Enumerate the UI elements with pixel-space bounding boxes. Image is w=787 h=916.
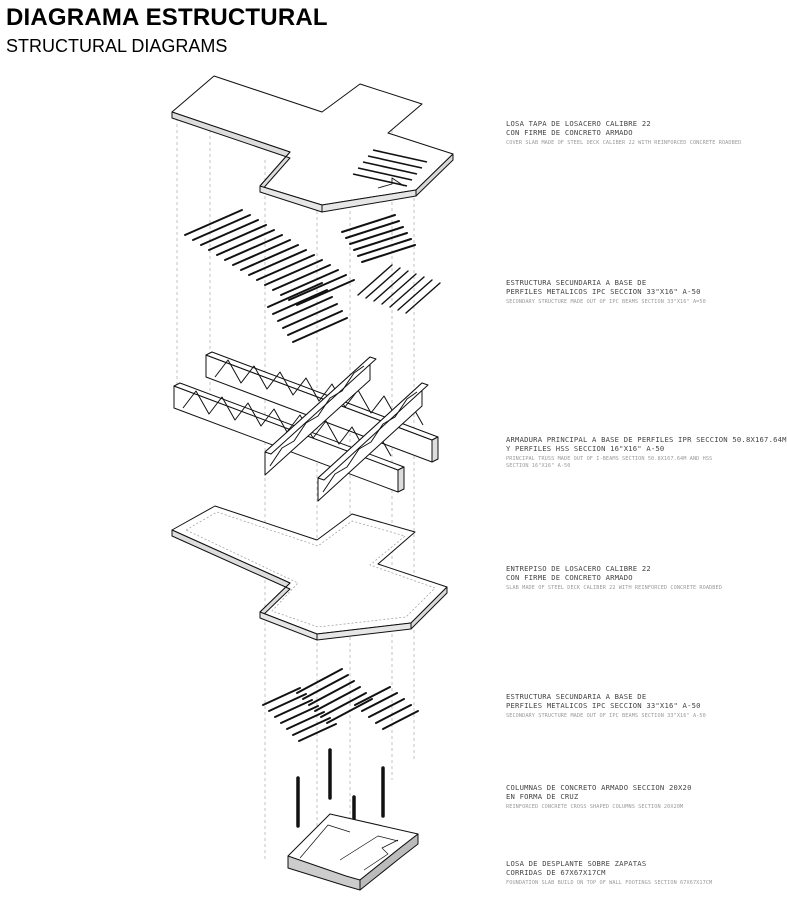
annotation-es: ESTRUCTURA SECUNDARIA A BASE DE PERFILES… bbox=[506, 278, 701, 296]
annotation-en: SECONDARY STRUCTURE MADE OUT OF IPC BEAM… bbox=[506, 713, 706, 720]
annotation-en: REINFORCED CONCRETE CROSS SHAPED COLUMNS… bbox=[506, 804, 684, 811]
annotation-secondary-structure-lower: ESTRUCTURA SECUNDARIA A BASE DE PERFILES… bbox=[506, 692, 756, 720]
annotation-es: LOSA DE DESPLANTE SOBRE ZAPATAS CORRIDAS… bbox=[506, 859, 647, 877]
annotation-es: COLUMNAS DE CONCRETO ARMADO SECCION 20X2… bbox=[506, 783, 692, 801]
beam-group-mid-lower bbox=[296, 668, 373, 724]
page-subtitle: STRUCTURAL DIAGRAMS bbox=[6, 36, 228, 56]
annotation-en: FOUNDATION SLAB BUILD ON TOP OF WALL FOO… bbox=[506, 880, 713, 887]
truss-cross-back bbox=[264, 356, 377, 476]
foundation-slab bbox=[287, 813, 419, 891]
annotation-es: ESTRUCTURA SECUNDARIA A BASE DE PERFILES… bbox=[506, 692, 701, 710]
secondary-beams-upper bbox=[184, 209, 441, 343]
annotation-es: LOSA TAPA DE LOSACERO CALIBRE 22 CON FIR… bbox=[506, 119, 651, 137]
cover-slab bbox=[171, 75, 454, 213]
beam-group-left bbox=[184, 209, 355, 306]
annotation-principal-truss: ARMADURA PRINCIPAL A BASE DE PERFILES IP… bbox=[506, 435, 787, 469]
truss-cross-front bbox=[317, 382, 429, 502]
exploded-axonometric-drawing bbox=[171, 75, 454, 891]
annotation-es: ARMADURA PRINCIPAL A BASE DE PERFILES IP… bbox=[506, 435, 787, 453]
annotation-es: ENTREPISO DE LOSACERO CALIBRE 22 CON FIR… bbox=[506, 564, 651, 582]
alignment-lines bbox=[176, 112, 415, 860]
annotation-columns: COLUMNAS DE CONCRETO ARMADO SECCION 20X2… bbox=[506, 783, 756, 811]
beam-group-right-lower bbox=[354, 686, 419, 730]
page-title: DIAGRAMA ESTRUCTURAL bbox=[6, 4, 328, 31]
annotation-mezzanine-slab: ENTREPISO DE LOSACERO CALIBRE 22 CON FIR… bbox=[506, 564, 756, 592]
annotation-en: COVER SLAB MADE OF STEEL DECK CALIBER 22… bbox=[506, 140, 742, 147]
principal-truss bbox=[173, 351, 439, 502]
annotation-en: SLAB MADE OF STEEL DECK CALIBER 22 WITH … bbox=[506, 585, 722, 592]
annotation-foundation-slab: LOSA DE DESPLANTE SOBRE ZAPATAS CORRIDAS… bbox=[506, 859, 756, 887]
beam-group-right-top bbox=[341, 214, 416, 263]
beam-group-left-lower bbox=[262, 687, 337, 742]
annotation-en: PRINCIPAL TRUSS MADE OUT OF I-BEAMS SECT… bbox=[506, 456, 713, 469]
mezzanine-slab bbox=[171, 505, 448, 641]
annotation-cover-slab: LOSA TAPA DE LOSACERO CALIBRE 22 CON FIR… bbox=[506, 119, 756, 147]
beam-group-center bbox=[267, 282, 348, 343]
annotation-secondary-structure-upper: ESTRUCTURA SECUNDARIA A BASE DE PERFILES… bbox=[506, 278, 756, 306]
beam-group-right-bottom bbox=[357, 264, 441, 314]
annotation-en: SECONDARY STRUCTURE MADE OUT OF IPC BEAM… bbox=[506, 299, 706, 306]
secondary-beams-lower bbox=[262, 668, 419, 742]
